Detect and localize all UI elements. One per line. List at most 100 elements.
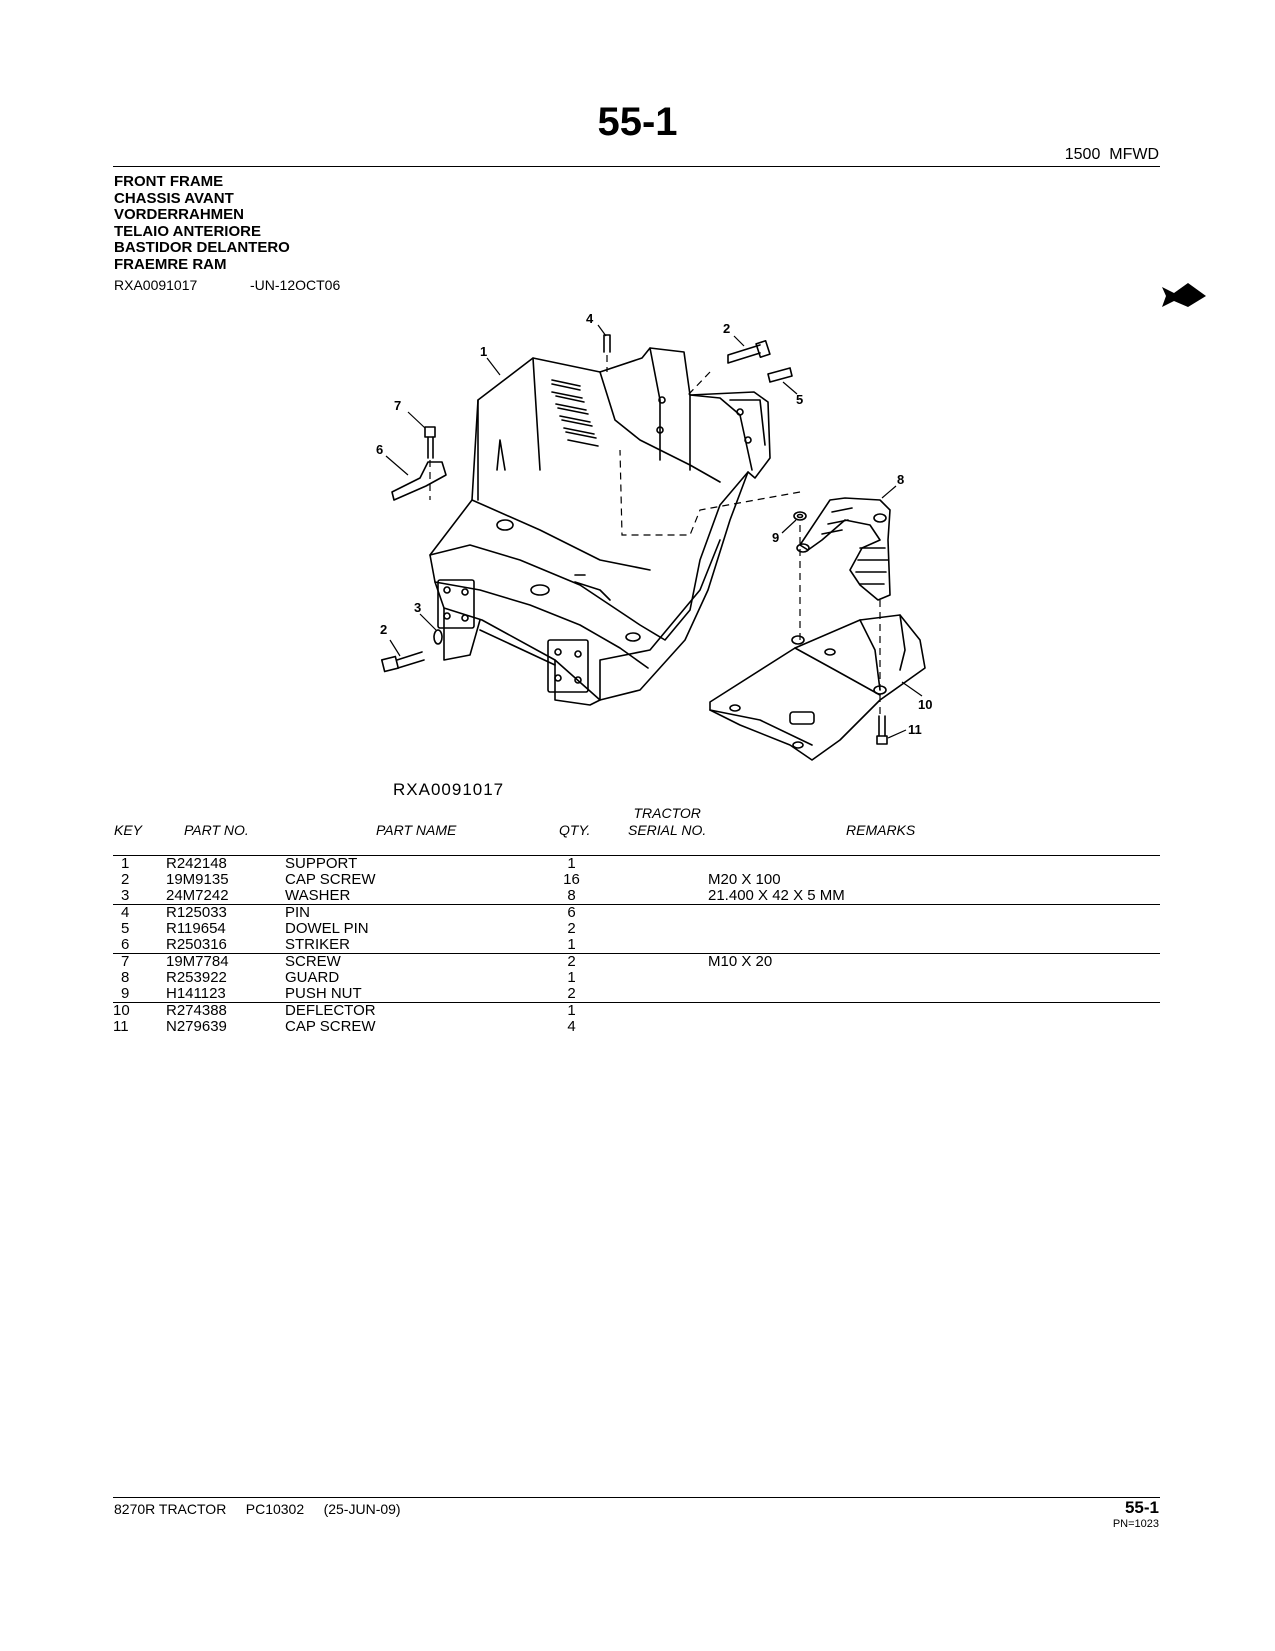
model-label: 1500 MFWD xyxy=(1064,146,1159,163)
cell-serial xyxy=(615,986,708,1003)
title-spanish: BASTIDOR DELANTERO xyxy=(114,239,290,256)
table-row: 10 R274388 DEFLECTOR 1 xyxy=(113,1003,1160,1020)
cell-part-name: PUSH NUT xyxy=(285,986,528,1003)
cell-part-no: N279639 xyxy=(166,1018,227,1035)
cell-qty: 1 xyxy=(567,969,576,986)
callout-8: 8 xyxy=(897,472,904,487)
callout-5: 5 xyxy=(796,392,803,407)
cell-part-name: WASHER xyxy=(285,888,528,905)
cap-screw-2-upper xyxy=(727,339,771,364)
cell-remarks xyxy=(708,937,1160,954)
cell-qty: 8 xyxy=(528,888,615,905)
table-row: 5 R119654 DOWEL PIN 2 xyxy=(113,921,1160,937)
cell-part-name: PIN xyxy=(285,904,311,921)
washer-3 xyxy=(433,629,443,645)
cell-part-name: STRIKER xyxy=(285,937,528,954)
cell-qty: 1 xyxy=(567,1002,576,1019)
cell-key: 11 xyxy=(113,1018,129,1035)
cell-remarks xyxy=(708,921,1160,937)
cell-qty: 16 xyxy=(563,871,580,888)
callout-4: 4 xyxy=(586,311,594,326)
table-row: 2 19M9135 CAP SCREW 16 M20 X 100 xyxy=(113,872,1160,888)
cell-serial xyxy=(615,856,708,873)
cell-qty: 1 xyxy=(567,855,576,872)
cell-key: 2 xyxy=(121,871,130,888)
cell-part-name: CAP SCREW xyxy=(285,1018,376,1035)
cell-remarks: M10 X 20 xyxy=(708,953,773,970)
footer-pn: PN=1023 xyxy=(1112,1518,1159,1530)
push-nut-9 xyxy=(793,511,807,521)
callout-11: 11 xyxy=(908,722,922,737)
table-row: 1 R242148 SUPPORT 1 xyxy=(113,856,1160,873)
cell-key: 10 xyxy=(113,1002,130,1019)
cell-serial xyxy=(615,1003,708,1020)
cell-remarks xyxy=(708,856,1160,873)
cell-key: 6 xyxy=(113,937,166,954)
screw-7 xyxy=(424,426,436,459)
cell-part-name: SUPPORT xyxy=(285,855,358,872)
cell-serial xyxy=(615,888,708,905)
cap-screw-11 xyxy=(876,715,888,745)
cell-remarks xyxy=(708,1019,1160,1035)
title-german: VORDERRAHMEN xyxy=(114,206,245,223)
cell-part-no: 19M7784 xyxy=(166,953,229,970)
cell-key: 9 xyxy=(113,986,166,1003)
header-part-name: PART NAME xyxy=(376,822,457,838)
cell-serial xyxy=(615,921,708,937)
illustration-id: RXA0091017 xyxy=(114,277,198,293)
table-row: 3 24M7242 WASHER 8 21.400 X 42 X 5 MM xyxy=(113,888,1160,905)
dowel-pin-5 xyxy=(767,367,793,383)
callout-2-upper: 2 xyxy=(723,321,730,336)
cell-remarks xyxy=(708,970,1160,986)
cell-qty: 6 xyxy=(567,904,576,921)
pin-4 xyxy=(603,334,611,353)
cell-part-no: 19M9135 xyxy=(166,871,229,888)
illustration-date: -UN-12OCT06 xyxy=(250,277,341,293)
cell-part-no: R242148 xyxy=(166,855,227,872)
callout-9: 9 xyxy=(772,530,779,545)
cell-key: 1 xyxy=(121,855,130,872)
cell-part-name: DOWEL PIN xyxy=(285,920,369,937)
cell-key: 7 xyxy=(121,953,130,970)
title-french: CHASSIS AVANT xyxy=(114,189,234,207)
table-row: 4 R125033 PIN 6 xyxy=(113,905,1160,922)
callout-10: 10 xyxy=(918,697,932,712)
table-row: 6 R250316 STRIKER 1 xyxy=(113,937,1160,954)
cell-part-name: CAP SCREW xyxy=(285,871,376,888)
exploded-parts-diagram: 1 2 2 3 4 5 6 7 8 9 10 11 xyxy=(376,311,932,761)
cell-serial xyxy=(615,905,708,922)
cell-qty: 1 xyxy=(528,937,615,954)
cell-part-name: GUARD xyxy=(285,969,340,986)
page-number: 55-1 xyxy=(597,100,678,144)
header-serial-line2: SERIAL NO. xyxy=(628,822,707,838)
callout-3: 3 xyxy=(414,600,421,615)
cap-screw-2-lower xyxy=(380,651,425,673)
cell-remarks: 21.400 X 42 X 5 MM xyxy=(708,888,1160,905)
header-rule xyxy=(113,166,1160,167)
cell-serial xyxy=(615,1019,708,1035)
callout-2-lower: 2 xyxy=(380,622,387,637)
support-frame xyxy=(429,347,771,706)
header-qty: QTY. xyxy=(559,822,591,838)
cell-part-no: R274388 xyxy=(166,1002,227,1019)
cell-part-no: R125033 xyxy=(166,904,227,921)
table-row: 8 R253922 GUARD 1 xyxy=(113,970,1160,986)
cell-qty: 2 xyxy=(528,986,615,1003)
cell-part-no: R119654 xyxy=(166,920,226,937)
title-english: FRONT FRAME xyxy=(114,173,224,190)
title-swedish: FRAEMRE RAM xyxy=(114,255,227,273)
header-part-no: PART NO. xyxy=(184,822,249,838)
title-italian: TELAIO ANTERIORE xyxy=(114,222,261,240)
cell-key: 3 xyxy=(113,888,166,905)
header-serial-line1: TRACTOR xyxy=(633,805,701,821)
footer-page-number: 55-1 xyxy=(1124,1498,1159,1517)
cell-part-no: R250316 xyxy=(166,937,285,954)
cell-key: 8 xyxy=(121,969,130,986)
cell-serial xyxy=(615,937,708,954)
parts-table: 1 R242148 SUPPORT 1 2 19M9135 CAP SCREW … xyxy=(113,855,1160,1035)
front-direction-arrow-icon xyxy=(1162,283,1206,307)
cell-remarks: M20 X 100 xyxy=(708,871,781,888)
callout-7: 7 xyxy=(394,398,401,413)
cell-serial xyxy=(615,872,708,888)
cell-part-name: SCREW xyxy=(285,953,341,970)
